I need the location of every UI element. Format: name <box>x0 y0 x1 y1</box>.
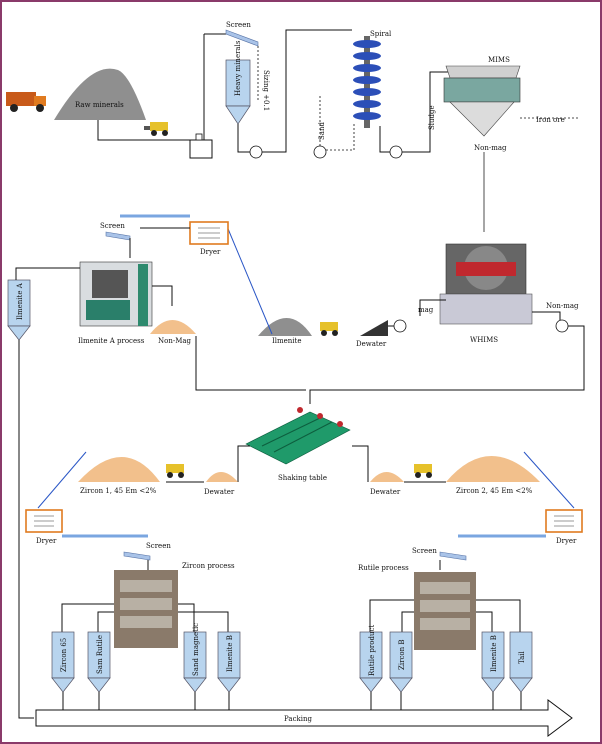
silo-heavy-minerals <box>225 59 251 125</box>
rutile-process-label: Rutile process <box>358 564 409 572</box>
screen-mid <box>105 231 131 241</box>
silo-sand-magnetic-label: Sand magnetic <box>192 623 200 676</box>
loader-mid-icon <box>320 322 338 336</box>
zircon-2-pile <box>446 456 540 482</box>
silo-sam-rutile <box>87 631 111 693</box>
whims-separator <box>439 243 533 325</box>
loader-left-icon <box>166 464 184 478</box>
raw-minerals-label: Raw minerals <box>75 101 124 109</box>
spiral-label: Spiral <box>370 30 392 38</box>
iron-ore-label: Iron ore <box>536 116 565 124</box>
mag-label: mag <box>418 306 434 314</box>
silo-ilmenite-b-right <box>481 631 505 693</box>
dewater-right-label: Dewater <box>370 488 401 496</box>
sludge-label: Sludge <box>428 105 436 130</box>
mims-separator <box>443 65 521 137</box>
loader-icon <box>144 122 168 136</box>
dewater-mid-label: Dewater <box>356 340 387 348</box>
pump-2 <box>389 145 403 159</box>
shaking-table <box>245 407 351 465</box>
feed-tank <box>189 139 213 159</box>
ilmenite-pile <box>258 318 312 336</box>
non-mag-pile-mid <box>150 320 196 334</box>
spiral-separator <box>353 36 381 128</box>
silo-rutile-product-label: Rutile product <box>368 625 376 676</box>
silo-sand-magnetic <box>183 631 207 693</box>
haul-truck-icon <box>6 92 46 112</box>
rutile-process-machine <box>414 572 476 650</box>
sand-label: Sand <box>318 122 326 140</box>
silo-tail <box>509 631 533 693</box>
screen-mid-label: Screen <box>100 222 125 230</box>
screen-left <box>123 551 151 561</box>
silo-ilmenite-b-left <box>217 631 241 693</box>
dryer-right-label: Dryer <box>556 537 577 545</box>
ilmenite-a-silo-label: Ilmenite A <box>16 282 24 320</box>
packing-arrow <box>35 699 573 737</box>
dewater-left-label: Dewater <box>204 488 235 496</box>
pump-4 <box>555 319 569 333</box>
ilmenite-label: Ilmenite <box>272 337 302 345</box>
heavy-minerals-label: Heavy minerals <box>234 40 242 96</box>
zircon-1-pile <box>78 457 160 482</box>
zircon-1-label: Zircon 1, 45 Em <2% <box>80 487 157 495</box>
dewater-mid <box>360 320 388 336</box>
silo-sam-rutile-label: Sam Rutile <box>96 635 104 674</box>
pump-3 <box>393 319 407 333</box>
whims-label: WHIMS <box>470 336 498 344</box>
raw-minerals-pile <box>54 68 146 120</box>
dewater-left-pile <box>206 472 238 482</box>
silo-ilmenite-b-right-label: Ilmenite B <box>490 635 498 672</box>
screen-right-label: Screen <box>412 547 437 555</box>
screen-left-label: Screen <box>146 542 171 550</box>
shaking-table-label: Shaking table <box>278 474 327 482</box>
non-mag-right-label: Non-mag <box>546 302 579 310</box>
zircon-process-label: Zircon process <box>182 562 235 570</box>
zircon-process-machine <box>114 570 178 648</box>
non-mag-mid-label: Non-Mag <box>158 337 192 345</box>
silo-tail-label: Tail <box>518 650 526 664</box>
mims-label: MIMS <box>488 56 510 64</box>
silo-zircon-65-label: Zircon 65 <box>60 638 68 672</box>
silo-zircon-b-label: Zircon B <box>398 640 406 670</box>
loader-right-icon <box>414 464 432 478</box>
zircon-2-label: Zircon 2, 45 Em <2% <box>456 487 533 495</box>
ilmenite-a-process-label: Ilmenite A process <box>78 337 145 345</box>
dryer-mid-label: Dryer <box>200 248 221 256</box>
ilmenite-a-process-machine <box>79 261 153 327</box>
screen-top <box>225 29 259 47</box>
pump-sand <box>313 145 327 159</box>
pump-1 <box>249 145 263 159</box>
silo-ilmenite-b-left-label: Ilmenite B <box>226 635 234 672</box>
silo-ilmenite-a <box>7 279 31 341</box>
silo-zircon-65 <box>51 631 75 693</box>
screen-right <box>439 551 467 561</box>
packing-label: Packing <box>284 715 312 723</box>
sizing-label: Sizing +0.1 <box>262 70 270 111</box>
screen-top-label: Screen <box>226 21 251 29</box>
silo-rutile-product <box>359 631 383 693</box>
non-mag-top-label: Non-mag <box>474 144 507 152</box>
dryer-left-label: Dryer <box>36 537 57 545</box>
dewater-right-pile <box>370 472 404 482</box>
silo-zircon-b <box>389 631 413 693</box>
